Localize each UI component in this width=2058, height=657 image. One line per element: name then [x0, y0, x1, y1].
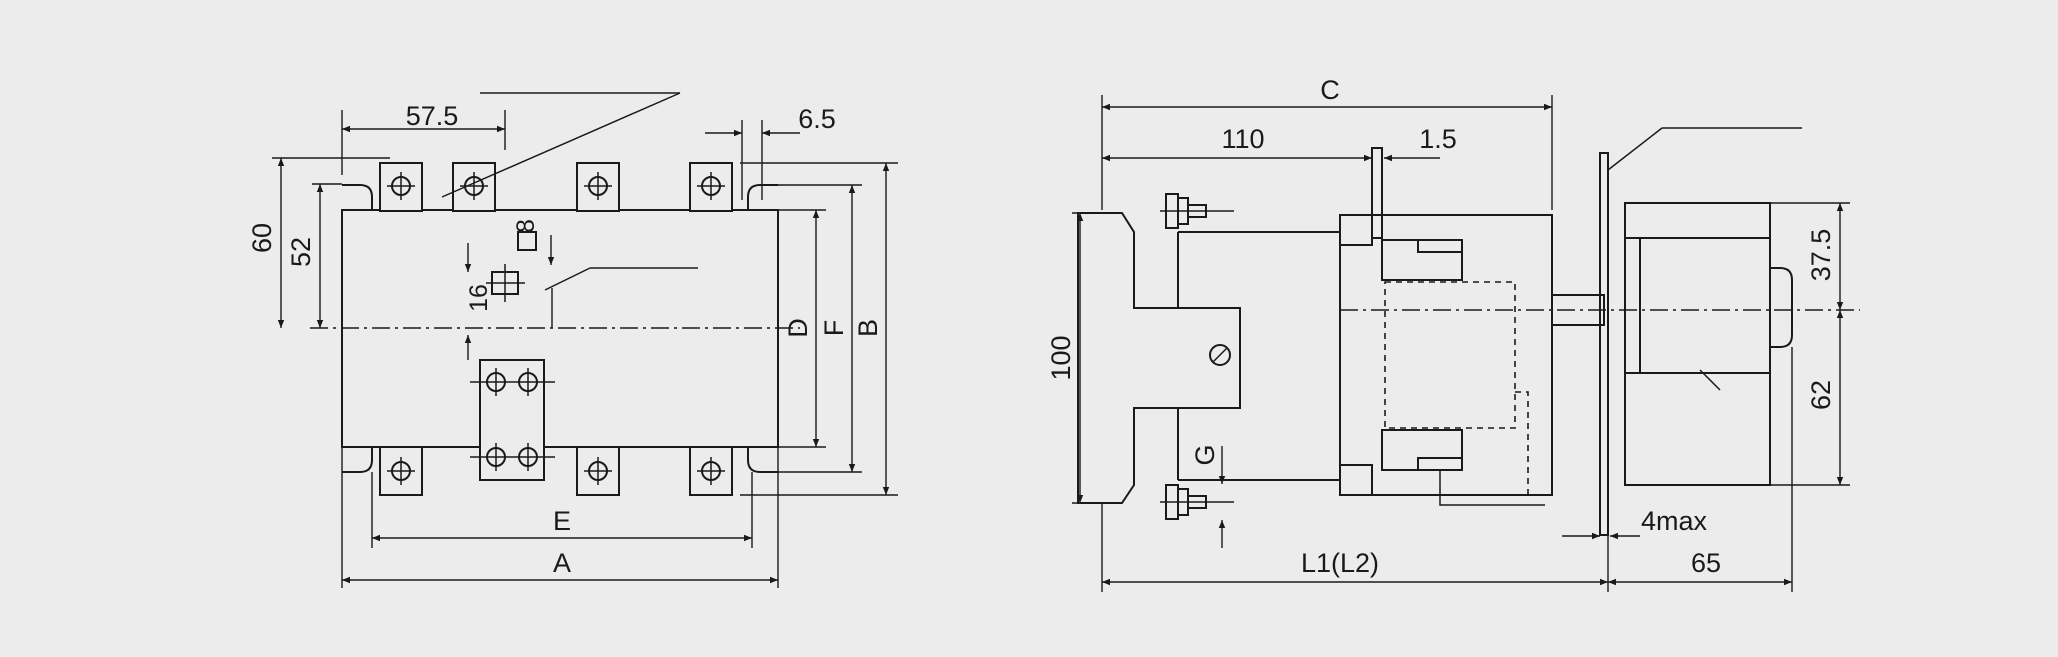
- dim-C: C: [1320, 75, 1340, 105]
- door-plate: [1599, 152, 1609, 536]
- handle-knob: [1770, 267, 1793, 348]
- dim-100: 100: [1046, 335, 1076, 380]
- dim-A: A: [553, 548, 571, 578]
- dim-8: 8: [512, 219, 540, 233]
- dim-57-5: 57.5: [406, 101, 459, 131]
- dim-62: 62: [1806, 380, 1836, 410]
- bottom-bolt: [1160, 484, 1234, 520]
- bottom-terminals: [379, 446, 733, 496]
- dim-52: 52: [286, 237, 316, 267]
- mount-tab-bl: [342, 447, 373, 473]
- top-bolt: [1160, 193, 1234, 229]
- top-terminals: [379, 162, 733, 212]
- dim-37-5: 37.5: [1806, 229, 1836, 282]
- handle-box: [1624, 202, 1771, 486]
- dim-60: 60: [247, 223, 277, 253]
- front-view: 57.5 6.5 60 52 8 16 D F: [247, 92, 898, 588]
- dim-110: 110: [1221, 124, 1264, 154]
- dim-G: G: [1190, 444, 1220, 465]
- dim-16: 16: [465, 284, 493, 312]
- dim-L1-L2: L1(L2): [1301, 548, 1379, 578]
- aux-terminal-block: [470, 359, 555, 481]
- side-plate: [1371, 147, 1383, 239]
- dim-D: D: [783, 318, 813, 338]
- dim-6-5: 6.5: [798, 104, 836, 134]
- rail-screw: [1209, 344, 1231, 366]
- coil-terminal: [486, 231, 698, 302]
- dim-F: F: [819, 320, 849, 337]
- side-housing: [1339, 214, 1553, 496]
- dim-E: E: [553, 506, 571, 536]
- mount-tab-tr: [747, 184, 778, 210]
- side-view: C 110 1.5 100 G L1(L2) 4max 65 37.5: [1046, 75, 1860, 592]
- mount-tab-br: [747, 447, 778, 473]
- dim-B: B: [853, 319, 883, 337]
- mount-tab-tl: [342, 184, 373, 210]
- dim-1-5: 1.5: [1419, 124, 1457, 154]
- dim-4max: 4max: [1641, 506, 1708, 536]
- dim-65: 65: [1691, 548, 1721, 578]
